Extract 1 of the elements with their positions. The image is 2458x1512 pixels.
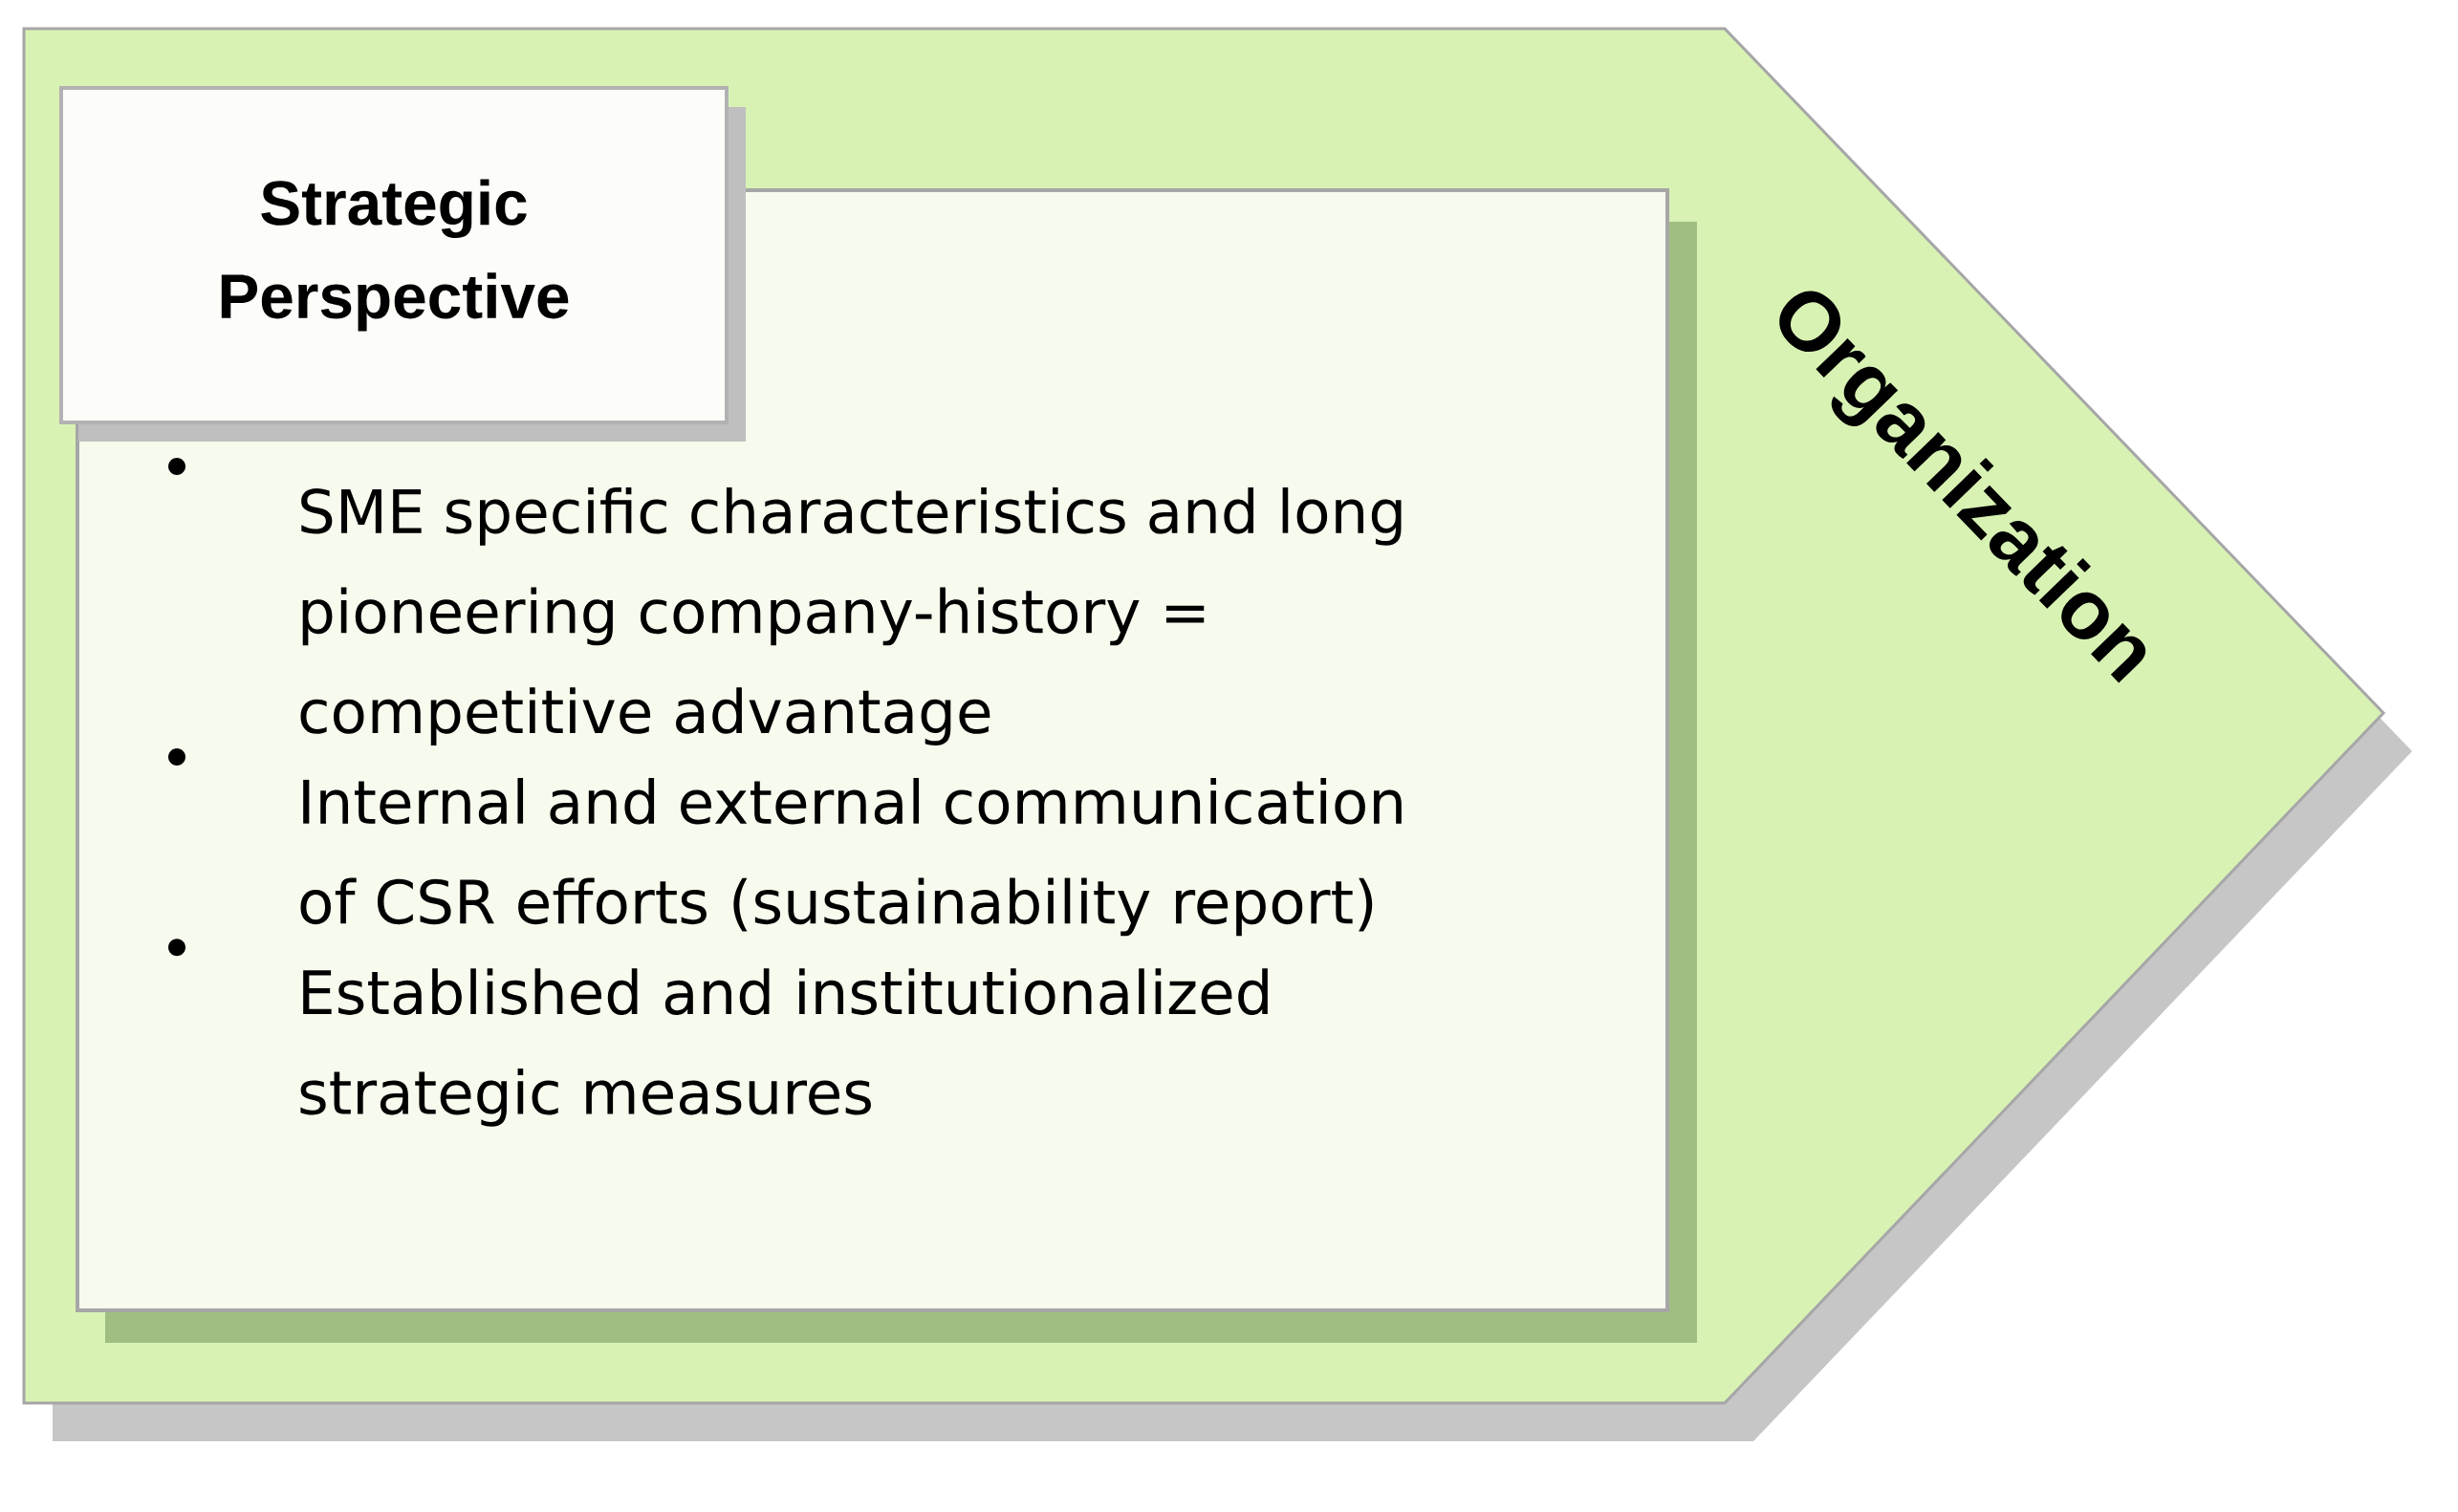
heading-box: Strategic Perspective xyxy=(59,86,729,424)
